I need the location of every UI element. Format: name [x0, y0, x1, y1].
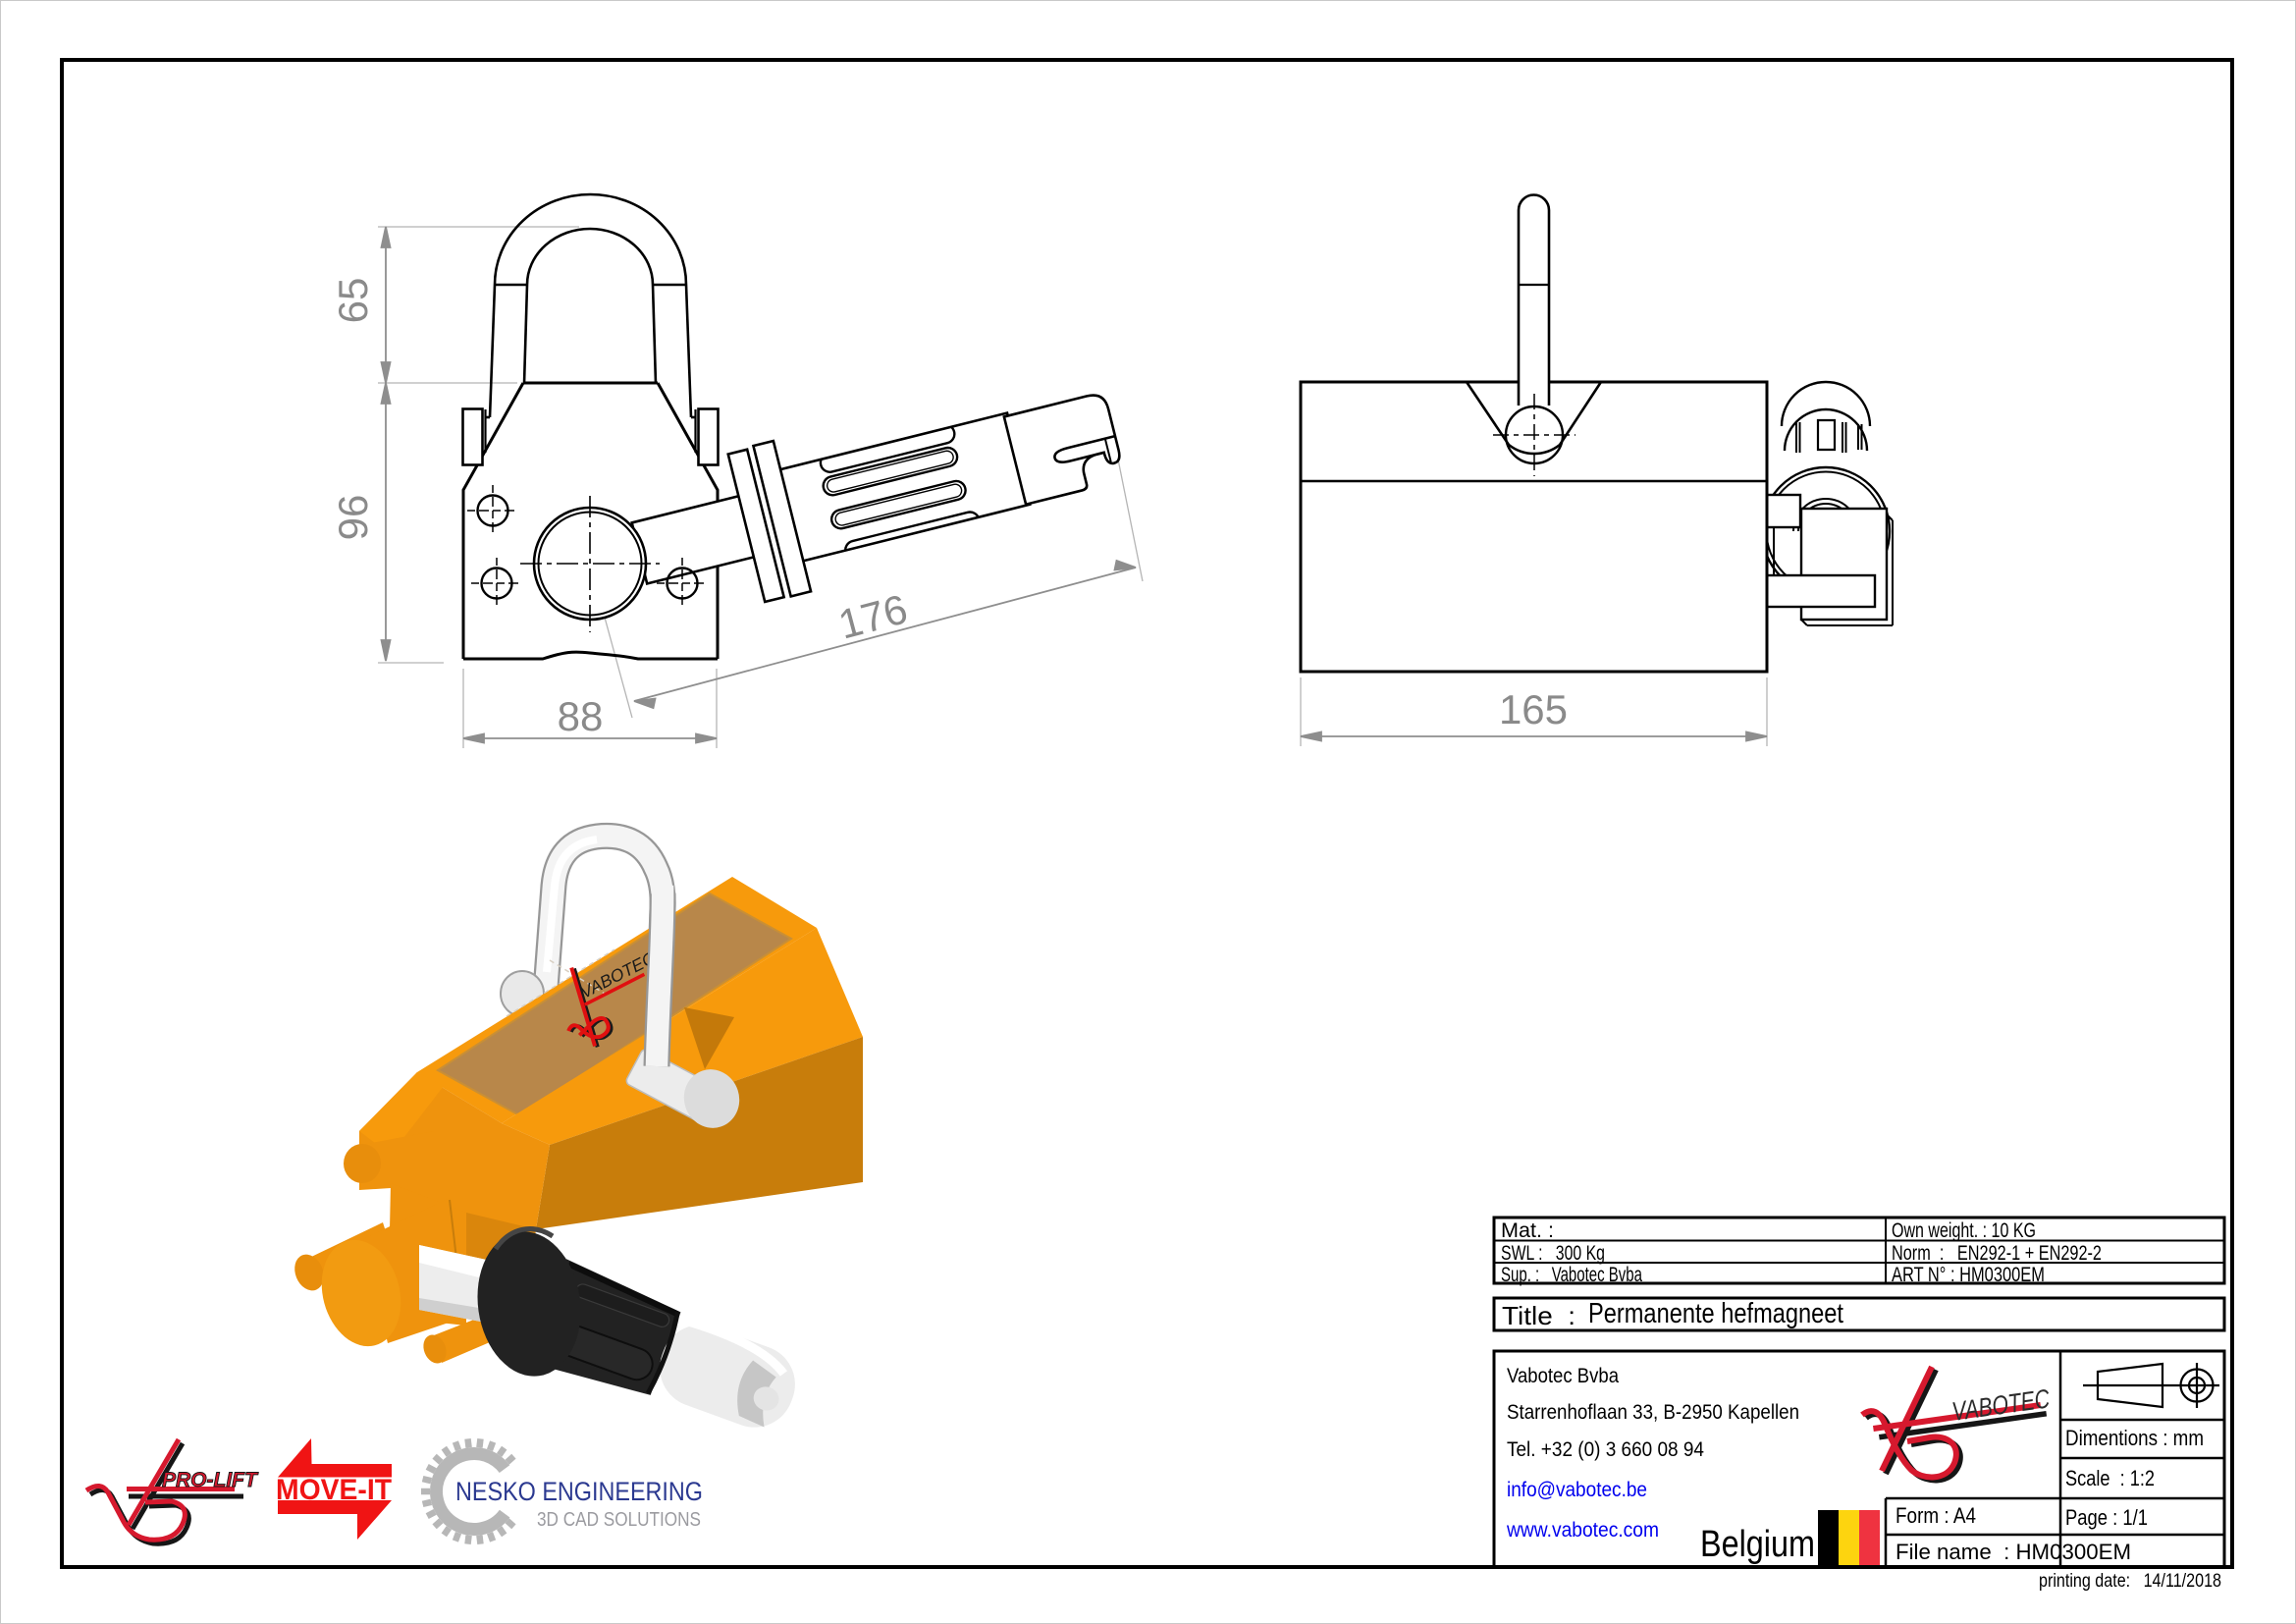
svg-text:PRO-LIFT: PRO-LIFT [162, 1469, 259, 1491]
svg-text:ART N° : HM0300EM: ART N° : HM0300EM [1892, 1264, 2045, 1286]
svg-text:info@vabotec.be: info@vabotec.be [1507, 1479, 1647, 1501]
svg-text:MOVE-IT: MOVE-IT [276, 1474, 392, 1506]
svg-text:Own weight. : 10 KG: Own weight. : 10 KG [1892, 1219, 2036, 1242]
svg-text:Norm : EN292-1 + EN292-2: Norm : EN292-1 + EN292-2 [1892, 1242, 2102, 1265]
svg-text:96: 96 [330, 495, 376, 541]
svg-text:Starrenhoflaan 33, B-2950 Kape: Starrenhoflaan 33, B-2950 Kapellen [1507, 1401, 1799, 1424]
svg-text:65: 65 [330, 278, 376, 324]
svg-text:Scale : 1:2: Scale : 1:2 [2065, 1466, 2155, 1490]
svg-text:Sup. : Vabotec Bvba: Sup. : Vabotec Bvba [1501, 1264, 1642, 1286]
svg-text:Title :: Title : [1502, 1301, 1575, 1330]
svg-text:165: 165 [1499, 686, 1568, 732]
svg-text:Page : 1/1: Page : 1/1 [2065, 1505, 2148, 1530]
svg-text:Dimentions : mm: Dimentions : mm [2065, 1426, 2204, 1450]
svg-text:Belgium: Belgium [1700, 1524, 1815, 1565]
svg-text:NESKO ENGINEERING: NESKO ENGINEERING [455, 1477, 703, 1506]
svg-text:printing date: 14/11/2018: printing date: 14/11/2018 [2039, 1570, 2221, 1592]
svg-text:Permanente hefmagneet: Permanente hefmagneet [1588, 1298, 1843, 1329]
svg-text:Tel. +32 (0) 3 660 08 94: Tel. +32 (0) 3 660 08 94 [1507, 1438, 1704, 1461]
svg-text:www.vabotec.com: www.vabotec.com [1506, 1519, 1659, 1542]
svg-text:Mat. :: Mat. : [1501, 1219, 1554, 1242]
svg-text:3D CAD SOLUTIONS: 3D CAD SOLUTIONS [537, 1509, 701, 1531]
svg-text:Form : A4: Form : A4 [1896, 1503, 1976, 1528]
svg-text:Vabotec Bvba: Vabotec Bvba [1507, 1365, 1619, 1387]
svg-text:SWL : 300 Kg: SWL : 300 Kg [1501, 1242, 1605, 1265]
svg-text:File name : HM0300EM: File name : HM0300EM [1896, 1540, 2131, 1564]
svg-text:88: 88 [558, 693, 604, 739]
